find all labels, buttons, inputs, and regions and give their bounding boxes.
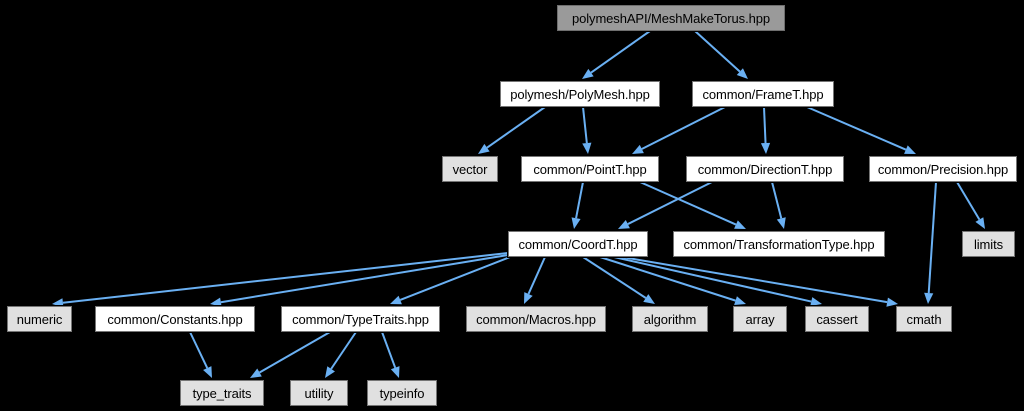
edge-precision-to-cmath: [924, 181, 937, 304]
edge-typetraits-to-type_traits: [250, 331, 331, 378]
node-label-limits: limits: [973, 236, 1003, 252]
node-macros[interactable]: common/Macros.hpp: [465, 305, 607, 333]
node-polymesh[interactable]: polymesh/PolyMesh.hpp: [499, 80, 661, 108]
node-label-algorithm: algorithm: [643, 311, 697, 327]
node-label-framet: common/FrameT.hpp: [702, 86, 824, 102]
node-label-macros: common/Macros.hpp: [476, 311, 596, 327]
node-label-cmath: cmath: [906, 311, 942, 327]
node-transformtype[interactable]: common/TransformationType.hpp: [672, 230, 886, 258]
node-cassert[interactable]: cassert: [804, 305, 870, 333]
node-typeinfo[interactable]: typeinfo: [366, 379, 438, 407]
node-label-typeinfo: typeinfo: [379, 385, 425, 401]
node-coordt[interactable]: common/CoordT.hpp: [507, 230, 649, 258]
node-label-pointt: common/PointT.hpp: [533, 161, 647, 177]
edge-framet-to-directiont: [760, 106, 771, 154]
node-utility[interactable]: utility: [289, 379, 349, 407]
edge-pointt-to-coordt: [571, 181, 584, 229]
edge-coordt-to-constants: [210, 254, 509, 307]
node-precision[interactable]: common/Precision.hpp: [868, 155, 1018, 183]
edge-polymesh-to-pointt: [582, 106, 592, 154]
node-label-array: array: [745, 311, 775, 327]
edge-coordt-to-numeric: [52, 252, 509, 308]
edge-coordt-to-algorithm: [582, 256, 655, 304]
edge-meshmaketorus-to-framet: [694, 30, 748, 79]
node-type_traits[interactable]: type_traits: [179, 379, 265, 407]
edge-typetraits-to-typeinfo: [381, 331, 400, 378]
edge-constants-to-type_traits: [189, 331, 212, 378]
edge-meshmaketorus-to-polymesh: [582, 30, 651, 79]
node-label-cassert: cassert: [816, 311, 858, 327]
edge-precision-to-limits: [956, 181, 985, 229]
node-label-coordt: common/CoordT.hpp: [518, 236, 638, 252]
node-vector[interactable]: vector: [441, 155, 499, 183]
node-algorithm[interactable]: algorithm: [631, 305, 709, 333]
node-typetraits[interactable]: common/TypeTraits.hpp: [280, 305, 441, 333]
edge-directiont-to-coordt: [618, 181, 713, 229]
edge-coordt-to-array: [599, 256, 746, 306]
node-numeric[interactable]: numeric: [6, 305, 73, 333]
node-cmath[interactable]: cmath: [895, 305, 953, 333]
node-constants[interactable]: common/Constants.hpp: [94, 305, 256, 333]
node-label-precision: common/Precision.hpp: [877, 161, 1009, 177]
node-meshmaketorus[interactable]: polymeshAPI/MeshMakeTorus.hpp: [556, 4, 786, 32]
edge-typetraits-to-utility: [325, 331, 357, 378]
edge-coordt-to-cmath: [621, 256, 898, 307]
node-framet[interactable]: common/FrameT.hpp: [691, 80, 835, 108]
node-limits[interactable]: limits: [961, 230, 1016, 258]
node-label-constants: common/Constants.hpp: [107, 311, 243, 327]
node-directiont[interactable]: common/DirectionT.hpp: [685, 155, 845, 183]
node-label-numeric: numeric: [16, 311, 63, 327]
node-label-vector: vector: [452, 161, 488, 177]
node-label-polymesh: polymesh/PolyMesh.hpp: [510, 86, 650, 102]
edge-pointt-to-transformtype: [639, 181, 746, 229]
node-label-utility: utility: [304, 385, 334, 401]
node-label-directiont: common/DirectionT.hpp: [697, 161, 833, 177]
edge-framet-to-pointt: [632, 106, 726, 154]
node-pointt[interactable]: common/PointT.hpp: [520, 155, 660, 183]
edge-polymesh-to-vector: [478, 106, 546, 154]
edge-coordt-to-cassert: [613, 256, 822, 307]
edge-directiont-to-transformtype: [771, 181, 786, 229]
node-label-typetraits: common/TypeTraits.hpp: [292, 311, 429, 327]
node-label-transformtype: common/TransformationType.hpp: [683, 236, 875, 252]
edge-coordt-to-macros: [524, 256, 546, 304]
edge-framet-to-precision: [806, 106, 916, 154]
node-label-meshmaketorus: polymeshAPI/MeshMakeTorus.hpp: [572, 10, 770, 26]
node-label-type_traits: type_traits: [192, 385, 252, 401]
node-array[interactable]: array: [732, 305, 788, 333]
edge-coordt-to-typetraits: [390, 256, 511, 305]
